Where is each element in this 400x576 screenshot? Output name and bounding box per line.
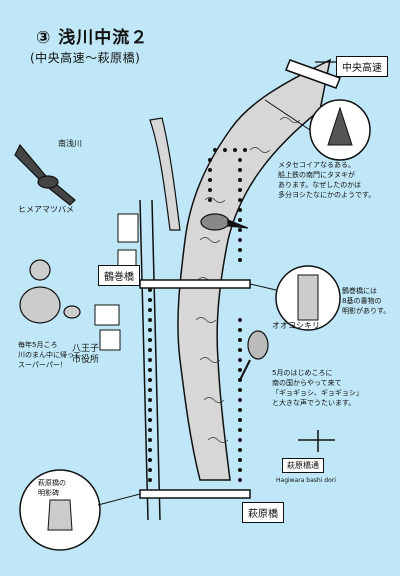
road-left-2 [151,199,161,521]
river-asakawa [177,58,332,481]
note-hagiwara-monument: 萩原橋の 明影碑 [38,479,66,497]
road-left [139,199,149,521]
bird-ooyoshikiri-icon [239,330,269,381]
label-chuo-expressway: 中央高速 [336,56,388,77]
page-title: ③ 浅川中流２ [36,28,149,48]
label-minami-asakawa: 南浅川 [58,139,82,148]
river-minami-asakawa [149,117,181,231]
page-subtitle: (中央高速～萩原橋) [30,51,141,65]
bird-himeamatsubame-icon [14,143,76,206]
label-hachioji-city-office: 八王子 市役所 [72,344,100,365]
bird-kawasemi-icon [200,213,249,231]
note-metasequoia: メタセコイアなるある。 船上鉄の南門にタヌキが あります。なぜしたのかは 多分ヨ… [278,161,376,199]
note-duck: 毎年5月ころ 川のまん中に帰って スーパーパー！ [18,341,81,369]
label-hagiwara-bridge: 萩原橋 [242,502,284,523]
bridge-tsurumaki [139,279,251,289]
label-street-romaji: Hagiwara bashi dori [276,477,336,484]
label-tsurumaki-bridge: 鶴巻橋 [98,265,140,286]
label-ooyoshikiri: オオヨシキリ [272,321,320,330]
buildings-left [94,213,139,351]
statue-icon [297,274,319,321]
metasequoia-tree-icon [327,106,353,146]
note-tsurumaki: 鶴巻橋には 8基の書物の 明影がありす。 [342,287,391,315]
monument-icon [47,499,73,531]
label-hagiwara-street-sign: 萩原橋通 [282,458,324,473]
note-ooyoshikiri: 5月のはじめころに 南の国からやって来て 「ギョギョシ、ギョギョシ」 と大きな声… [272,369,363,407]
label-himeamatsubame: ヒメアマツバメ [18,205,74,214]
chuo-expressway-road [285,59,341,89]
north-arrow-icon [298,430,335,452]
bridge-hagiwara [139,489,251,499]
walking-route [148,148,247,482]
duck-icon [19,259,81,324]
